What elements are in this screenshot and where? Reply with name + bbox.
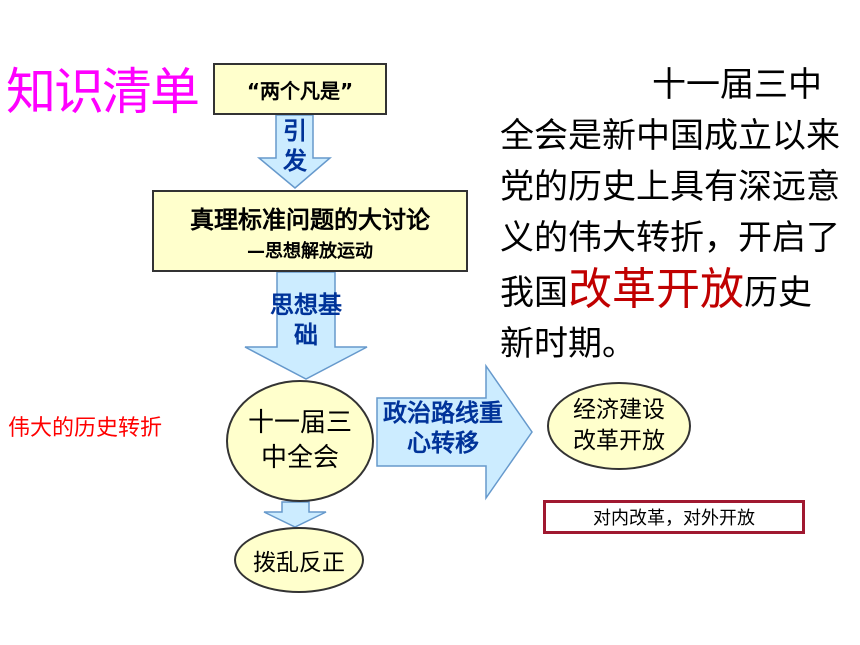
box-two-whatevers-label: “两个凡是” xyxy=(246,78,354,103)
box-truth-discussion-main: 真理标准问题的大讨论 xyxy=(190,205,430,234)
ellipse-economic-reform: 经济建设改革开放 xyxy=(547,382,691,470)
box-two-whatevers: “两个凡是” xyxy=(213,63,387,115)
arrow-label-trigger: 引发 xyxy=(283,117,307,175)
policy-box: 对内改革，对外开放 xyxy=(543,500,805,534)
ellipse-third-plenum: 十一届三中全会 xyxy=(226,380,374,502)
summary-part2: 历史新时期。 xyxy=(500,273,812,364)
arrow-down-trigger xyxy=(256,114,333,189)
box-truth-discussion: 真理标准问题的大讨论 —思想解放运动 xyxy=(152,190,468,272)
box-truth-discussion-sub: —思想解放运动 xyxy=(247,240,373,262)
label-turning-point: 伟大的历史转折 xyxy=(8,416,163,441)
summary-paragraph: 十一届三中全会是新中国成立以来党的历史上具有深远意义的伟大转折，开启了我国改革开… xyxy=(500,60,845,370)
ellipse-third-plenum-label: 十一届三中全会 xyxy=(247,407,352,473)
summary-part1: 十一届三中全会是新中国成立以来党的历史上具有深远意义的伟大转折，开启了我国 xyxy=(500,65,840,313)
arrow-down-order xyxy=(263,501,327,528)
arrow-right-shift xyxy=(376,363,533,501)
arrow-label-shift: 政治路线重心转移 xyxy=(383,399,503,457)
ellipse-set-things-right-label: 拨乱反正 xyxy=(253,550,345,576)
page-title: 知识清单 xyxy=(6,63,200,121)
arrow-label-foundation: 思想基础 xyxy=(270,291,342,349)
arrow-down-foundation xyxy=(244,271,368,380)
summary-highlight: 改革开放 xyxy=(568,264,744,315)
ellipse-set-things-right: 拨乱反正 xyxy=(234,527,364,593)
ellipse-economic-reform-label: 经济建设改革开放 xyxy=(573,396,665,454)
policy-box-label: 对内改革，对外开放 xyxy=(593,508,755,529)
